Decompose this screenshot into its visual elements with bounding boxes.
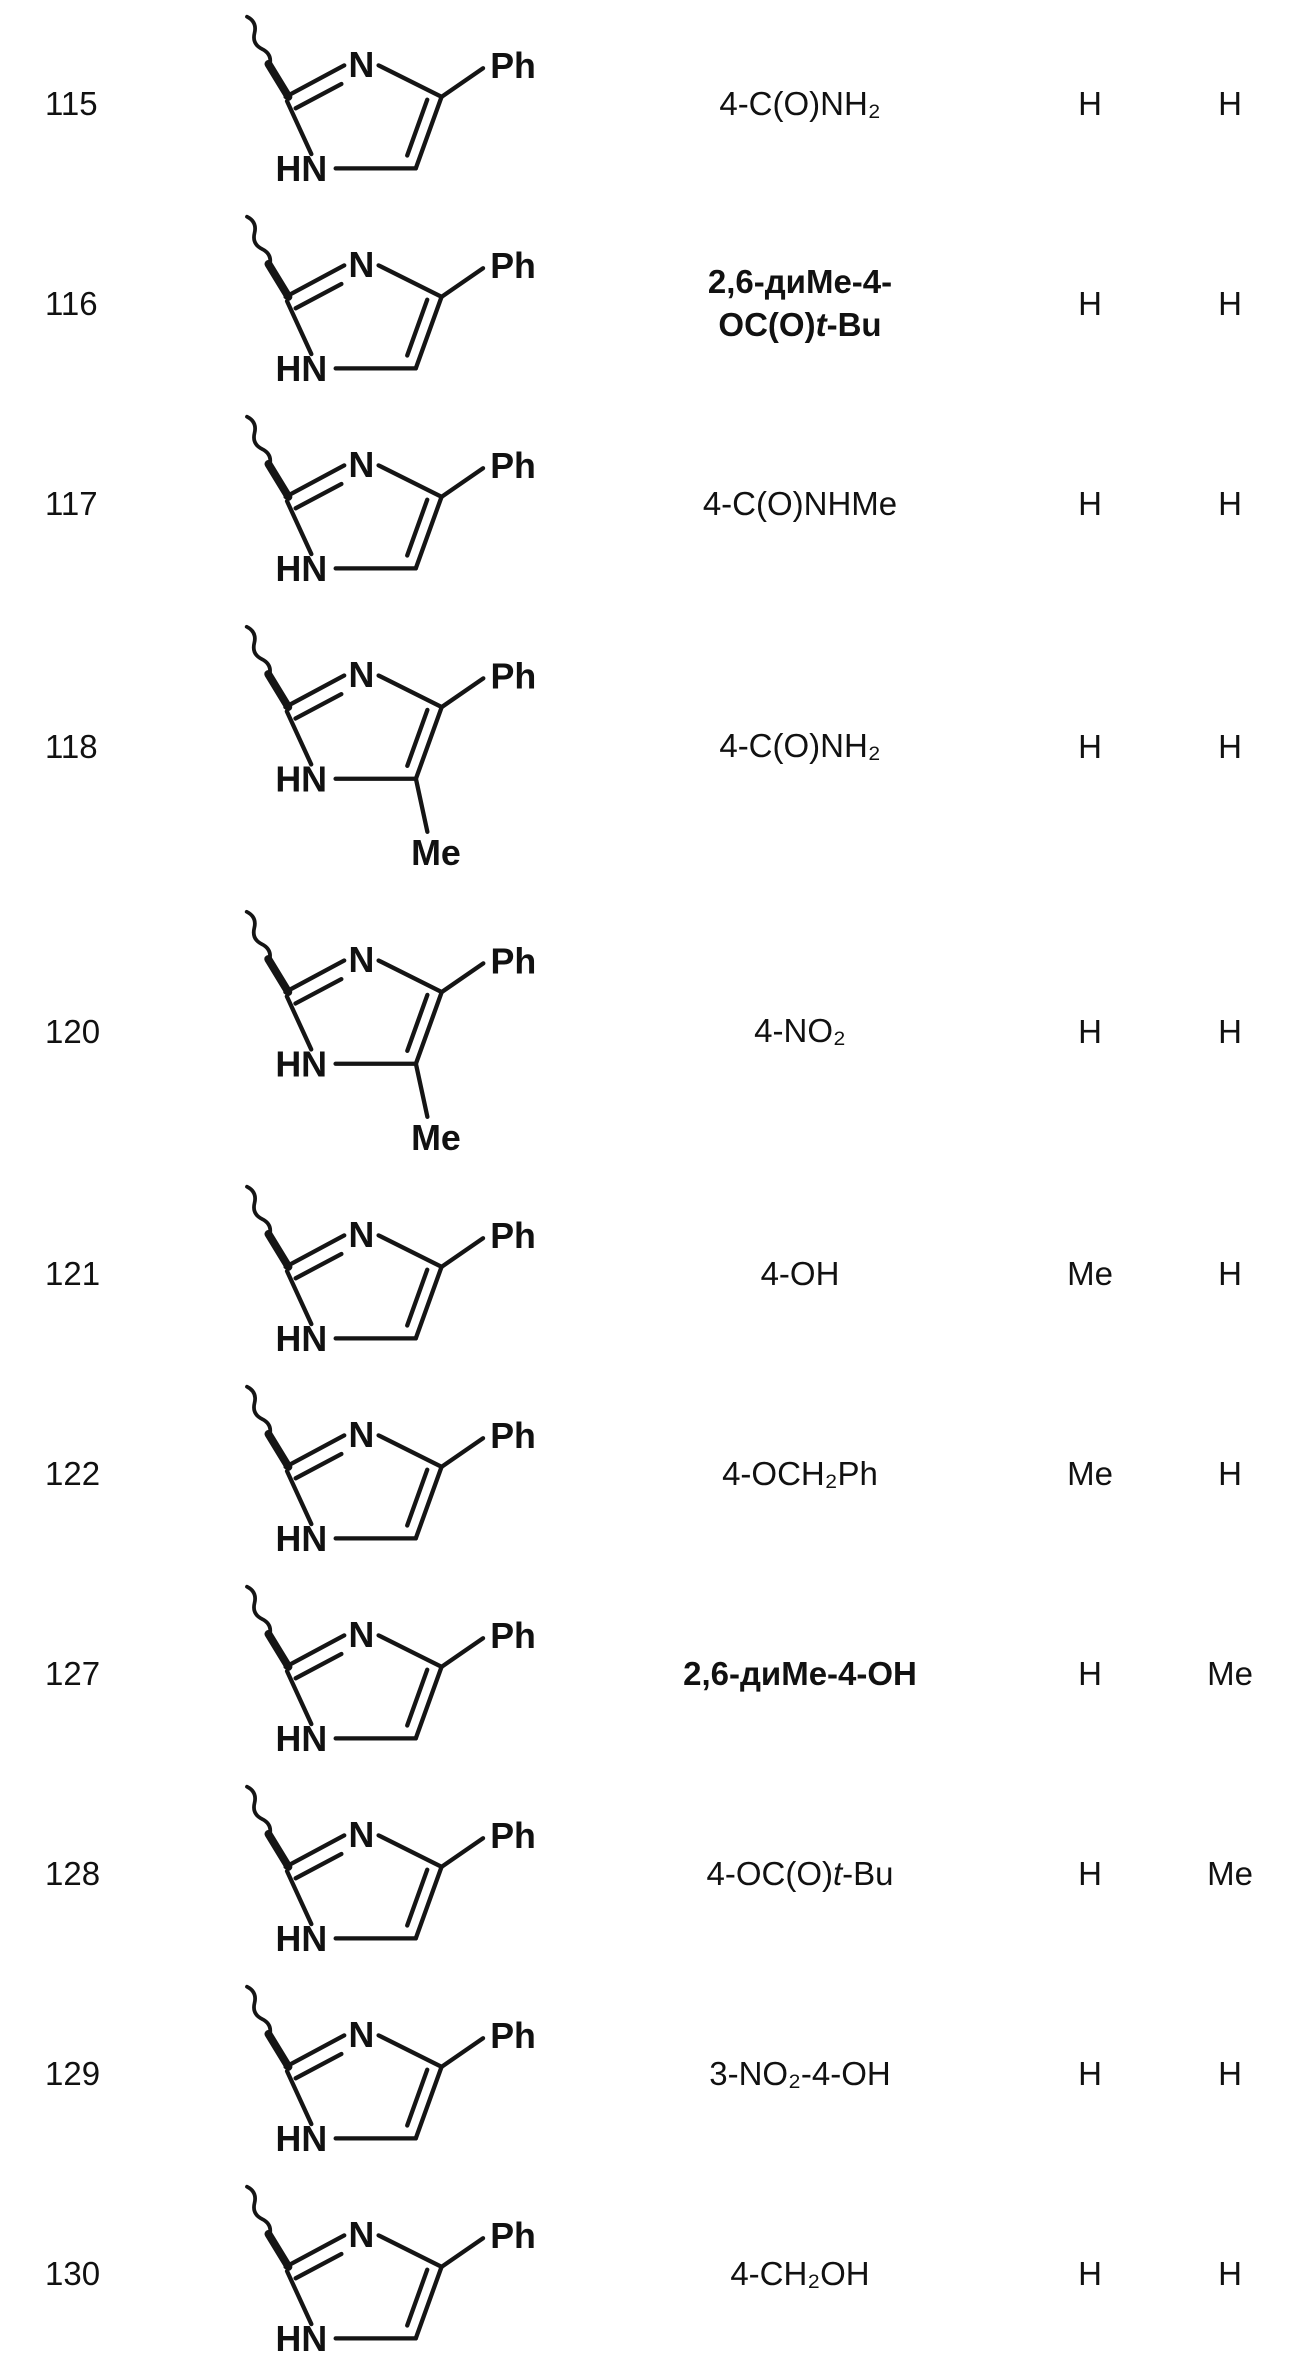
structure-cell	[150, 11, 580, 197]
imidazole-structure	[175, 411, 555, 597]
substituent-r3: H	[1218, 727, 1242, 765]
compound-number: 115	[45, 85, 98, 122]
table-row: 117 4-C(O)NHMe H H	[0, 404, 1301, 604]
structure-cell	[150, 1781, 580, 1967]
substituent-r2: H	[1078, 2255, 1102, 2292]
compound-number: 122	[45, 1455, 101, 1492]
substituent-r1: 4-C(O)NHMe	[702, 484, 898, 522]
table-row: 116 2,6-диМе-4- OC(O)t-Bu H H	[0, 204, 1301, 404]
imidazole-structure-5-methyl	[175, 906, 555, 1157]
compound-number: 120	[45, 1012, 101, 1050]
structure-cell	[150, 621, 580, 872]
substituent-r1: 4-C(O)NH₂	[719, 727, 881, 765]
structure-cell	[150, 906, 580, 1157]
substituent-r3: H	[1218, 1012, 1242, 1050]
substituent-r3: Me	[1207, 1855, 1253, 1892]
substituent-r3: Me	[1207, 1655, 1253, 1692]
table-row: 115 4-C(O)NH₂ H H	[0, 4, 1301, 204]
substituent-r2: H	[1078, 1655, 1102, 1692]
structure-cell	[150, 1381, 580, 1567]
compound-number: 116	[45, 285, 98, 322]
substituent-r1: 2,6-диМе-4-OH	[683, 1654, 917, 1692]
table-row: 121 4-OH Me H	[0, 1174, 1301, 1374]
compound-number: 128	[45, 1855, 101, 1892]
substituent-r2: H	[1078, 1012, 1102, 1050]
substituent-text-italic: t	[832, 1854, 843, 1892]
structure-cell	[150, 1581, 580, 1767]
table-row: 118 4-C(O)NH₂ H H	[0, 604, 1301, 889]
substituent-r3: H	[1218, 485, 1242, 522]
substituent-r1: 3-NO₂-4-OH	[709, 2054, 891, 2092]
substituent-r2: H	[1078, 85, 1102, 122]
substituent-text: 2,6-диМе-4-	[707, 263, 893, 301]
substituent-r1: 4-OH	[760, 1254, 840, 1292]
substituent-r3: H	[1218, 85, 1242, 122]
imidazole-structure	[175, 2181, 555, 2367]
structure-cell	[150, 411, 580, 597]
compound-number: 130	[45, 2255, 101, 2292]
substituent-text: -Bu	[842, 1854, 894, 1892]
table-row: 129 3-NO₂-4-OH H H	[0, 1974, 1301, 2174]
substituent-r2: H	[1078, 485, 1102, 522]
substituent-r2: Me	[1067, 1455, 1113, 1492]
imidazole-structure	[175, 11, 555, 197]
imidazole-structure	[175, 1581, 555, 1767]
substituent-r2: H	[1078, 285, 1102, 322]
substituent-text-italic: t	[815, 306, 827, 343]
substituent-r1: 4-CH₂OH	[730, 2254, 870, 2292]
substituent-text: 4-OC(O)	[706, 1854, 833, 1892]
structure-cell	[150, 1981, 580, 2167]
substituent-r3: H	[1218, 1455, 1242, 1492]
imidazole-structure	[175, 1781, 555, 1967]
substituent-r2: H	[1078, 2055, 1102, 2092]
substituent-r3: H	[1218, 2255, 1242, 2292]
substituent-r1: 2,6-диМе-4- OC(O)t-Bu	[580, 261, 1020, 347]
imidazole-structure	[175, 1181, 555, 1367]
compound-number: 127	[45, 1655, 101, 1692]
imidazole-structure	[175, 1381, 555, 1567]
substituent-r1: 4-OCH₂Ph	[722, 1454, 878, 1492]
substituent-text: -Bu	[826, 306, 882, 343]
substituent-r3: H	[1218, 1255, 1242, 1292]
table-row: 122 4-OCH₂Ph Me H	[0, 1374, 1301, 1574]
substituent-text: OC(O)	[718, 306, 816, 343]
compound-number: 117	[45, 485, 98, 522]
structure-cell	[150, 1181, 580, 1367]
compound-number: 118	[45, 727, 98, 765]
compound-number: 121	[45, 1255, 101, 1292]
substituent-r1: 4-NO₂	[754, 1012, 846, 1050]
substituent-r2: Me	[1067, 1255, 1113, 1292]
substituent-r1: 4-C(O)NH₂	[719, 84, 881, 122]
substituent-r2: H	[1078, 727, 1102, 765]
table-row: 130 4-CH₂OH H H	[0, 2174, 1301, 2374]
table-row: 127 2,6-диМе-4-OH H Me	[0, 1574, 1301, 1774]
substituent-r2: H	[1078, 1855, 1102, 1892]
structure-cell	[150, 2181, 580, 2367]
compound-number: 129	[45, 2055, 101, 2092]
imidazole-structure	[175, 1981, 555, 2167]
imidazole-structure-5-methyl	[175, 621, 555, 872]
substituent-r3: H	[1218, 2055, 1242, 2092]
substituent-r3: H	[1218, 285, 1242, 322]
table-row: 120 4-NO₂ H H	[0, 889, 1301, 1174]
table-row: 128 4-OC(O)t-Bu H Me	[0, 1774, 1301, 1974]
structure-cell	[150, 211, 580, 397]
substituent-r1: 4-OC(O)t-Bu	[580, 1853, 1020, 1896]
imidazole-structure	[175, 211, 555, 397]
